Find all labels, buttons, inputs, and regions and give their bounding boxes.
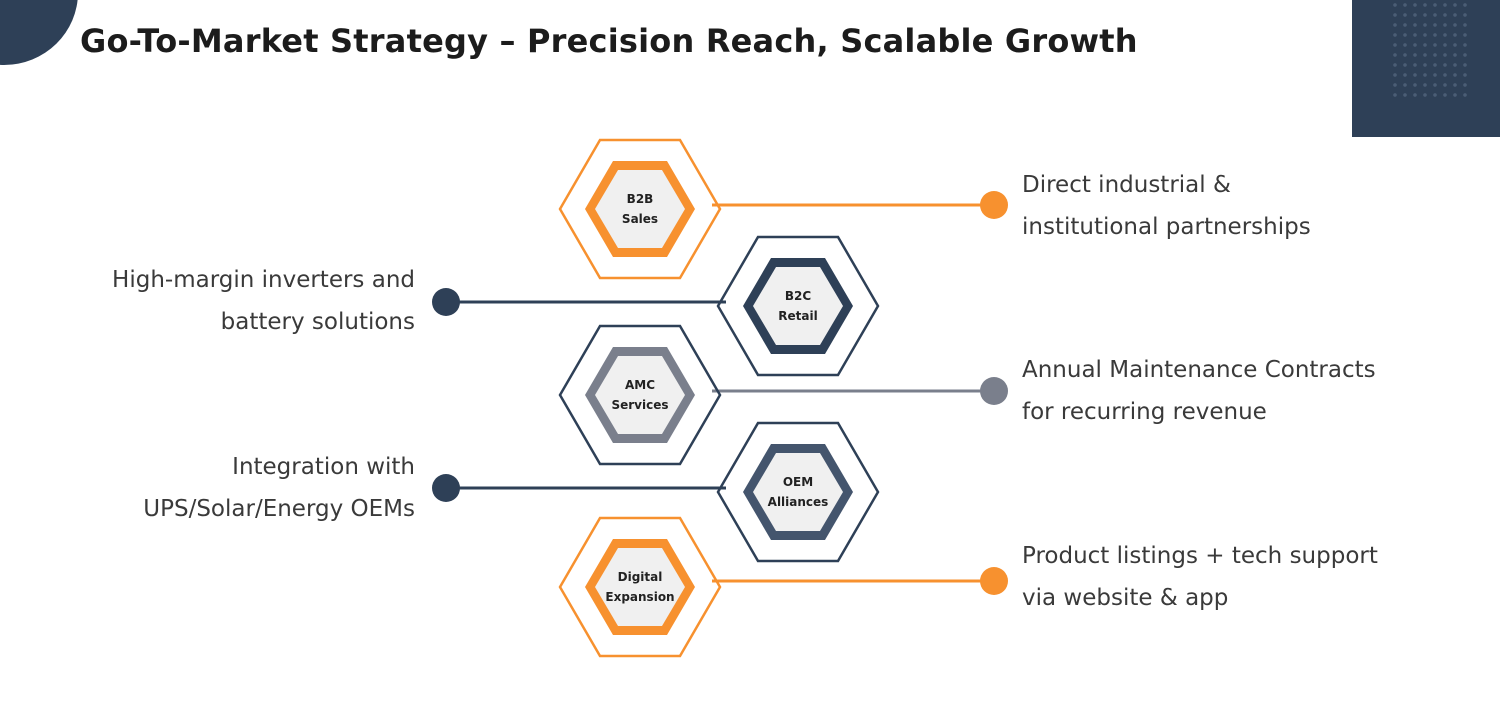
- hex-label-line1: AMC: [625, 378, 655, 392]
- hex-outline: [716, 421, 880, 563]
- desc-line: UPS/Solar/Energy OEMs: [143, 496, 415, 522]
- hex-label-line1: B2C: [785, 289, 811, 303]
- hex-outline: [558, 516, 722, 658]
- desc-b2c-retail: High-margin inverters and battery soluti…: [112, 259, 415, 343]
- hex-core: [753, 453, 843, 531]
- desc-line: battery solutions: [220, 309, 415, 335]
- hex-label-line2: Services: [611, 398, 668, 412]
- hex-label-line2: Sales: [622, 212, 658, 226]
- hex-label-line2: Alliances: [768, 495, 829, 509]
- desc-b2b-sales: Direct industrial & institutional partne…: [1022, 164, 1311, 248]
- hex-node-digital-expansion: Digital Expansion: [558, 516, 1008, 658]
- hex-outline: [558, 138, 722, 280]
- hex-node-b2c-retail: B2C Retail: [432, 235, 880, 377]
- page-title: Go-To-Market Strategy – Precision Reach,…: [80, 22, 1138, 60]
- hex-core: [595, 356, 685, 434]
- desc-digital-expansion: Product listings + tech support via webs…: [1022, 535, 1378, 619]
- corner-decoration-panel: [1352, 0, 1500, 137]
- connector-dot: [980, 567, 1008, 595]
- desc-line: for recurring revenue: [1022, 399, 1267, 425]
- connector-dot: [980, 377, 1008, 405]
- hex-node-b2b-sales: B2B Sales: [558, 138, 1008, 280]
- desc-line: Integration with: [232, 454, 415, 480]
- desc-line: High-margin inverters and: [112, 267, 415, 293]
- hex-label-line1: B2B: [627, 192, 654, 206]
- hex-node-oem-alliances: OEM Alliances: [432, 421, 880, 563]
- hex-label-line1: OEM: [783, 475, 813, 489]
- hex-outline: [716, 235, 880, 377]
- desc-line: via website & app: [1022, 585, 1229, 611]
- desc-line: Product listings + tech support: [1022, 543, 1378, 569]
- hex-label-line1: Digital: [618, 570, 663, 584]
- connector-dot: [432, 288, 460, 316]
- hex-core: [595, 548, 685, 626]
- hex-label-line2: Expansion: [605, 590, 674, 604]
- desc-line: Direct industrial &: [1022, 172, 1231, 198]
- dot-grid-pattern: [1390, 0, 1470, 100]
- desc-amc-services: Annual Maintenance Contracts for recurri…: [1022, 349, 1376, 433]
- desc-line: Annual Maintenance Contracts: [1022, 357, 1376, 383]
- desc-oem-alliances: Integration with UPS/Solar/Energy OEMs: [143, 446, 415, 530]
- hex-core: [753, 267, 843, 345]
- connector-dot: [980, 191, 1008, 219]
- hex-core: [595, 170, 685, 248]
- hex-outline: [558, 324, 722, 466]
- hex-node-amc-services: AMC Services: [558, 324, 1008, 466]
- connector-dot: [432, 474, 460, 502]
- desc-line: institutional partnerships: [1022, 214, 1311, 240]
- hex-label-line2: Retail: [778, 309, 817, 323]
